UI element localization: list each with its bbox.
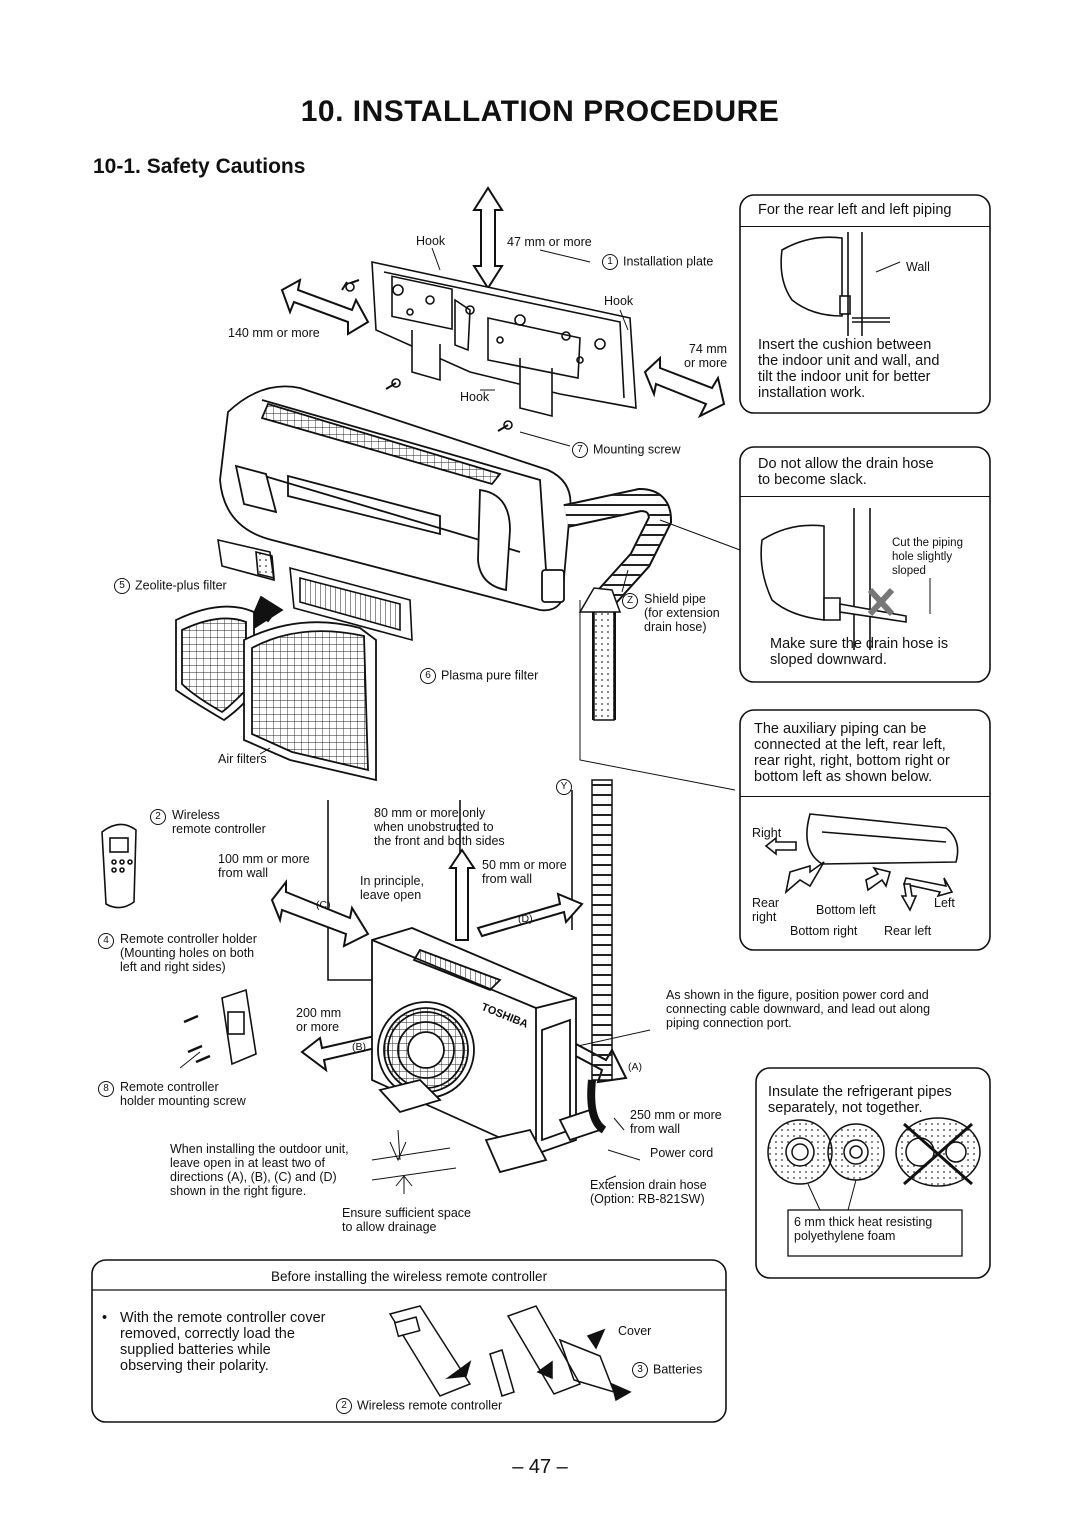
rear-pipe (563, 487, 673, 721)
y-marker: Y (556, 778, 577, 796)
aux-piping-drawing (764, 813, 959, 912)
part-number: 1 (602, 254, 618, 270)
part-number: 6 (420, 668, 436, 684)
clearance-250-label: 250 mm or more from wall (630, 1108, 722, 1136)
part-number: 4 (98, 932, 114, 949)
direction-a-label: (A) (628, 1061, 642, 1073)
clearance-arrow-right (643, 355, 726, 419)
batteries-label: 3 Batteries (632, 1362, 702, 1378)
panel-rear-left-title: For the rear left and left piping (758, 202, 952, 218)
clearance-arrow-left (280, 278, 370, 336)
direction-d-label: (D) (518, 913, 533, 925)
pipe-insulation-drawing (767, 1117, 981, 1211)
clearance-50-label: 50 mm or more from wall (482, 858, 567, 886)
drainage-label: Ensure sufficient space to allow drainag… (342, 1206, 472, 1234)
remote-holder-number: 4 (98, 932, 119, 950)
installation-plate (341, 260, 637, 432)
part-number: 5 (114, 578, 130, 594)
rear-piping-drawing (780, 232, 901, 336)
panel-divider (740, 796, 990, 797)
mounting-screw-text: Mounting screw (593, 442, 681, 457)
power-cord-note: As shown in the figure, position power c… (666, 988, 931, 1030)
part-number: 2 (150, 808, 166, 825)
shield-pipe-label: Shield pipe (for extension drain hose) (644, 592, 720, 634)
piping-rear-right-label: Rear right (752, 896, 780, 924)
indoor-unit (219, 385, 572, 612)
power-cord-label: Power cord (650, 1146, 714, 1160)
panel-drain-text: Make sure the drain hose is sloped downw… (770, 636, 949, 668)
cover-label: Cover (618, 1324, 652, 1338)
part-number: 7 (572, 442, 588, 458)
part-number: Y (556, 778, 572, 795)
panel-divider (740, 226, 990, 227)
hook-label-right: Hook (604, 294, 634, 308)
clearance-140-label: 140 mm or more (228, 326, 320, 340)
cut-piping-note: Cut the piping hole slightly sloped (892, 537, 963, 577)
drain-slope-drawing (760, 508, 931, 650)
piping-bottom-right-label: Bottom right (790, 924, 858, 938)
bullet-dot: • (102, 1310, 108, 1326)
plasma-filter-label: 6 Plasma pure filter (420, 668, 538, 684)
clearance-100-label: 100 mm or more from wall (218, 852, 310, 880)
panel-remote-bullet: With the remote controller cover removed… (120, 1310, 326, 1374)
air-filters (175, 605, 377, 782)
panel-insulate-text: Insulate the refrigerant pipes separatel… (768, 1084, 952, 1116)
batteries-text: Batteries (653, 1362, 703, 1377)
remote-holder-drawing (183, 988, 257, 1066)
panel-rear-left-text: Insert the cushion between the indoor un… (758, 337, 940, 401)
hook-label: Hook (416, 234, 446, 248)
insert-arrow (243, 595, 284, 636)
remote-battery-drawing (388, 1305, 632, 1402)
panel-divider (740, 496, 990, 497)
wireless-remote-label: Wireless remote controller (172, 808, 266, 836)
zeolite-filter (217, 538, 275, 582)
clearance-47-label: 47 mm or more (507, 235, 592, 249)
clearance-80-label: 80 mm or more only when unobstructed to … (374, 806, 505, 848)
panel-remote-title: Before installing the wireless remote co… (270, 1269, 548, 1284)
air-filters-label: Air filters (218, 752, 267, 766)
outdoor-note: When installing the outdoor unit, leave … (170, 1142, 349, 1198)
direction-b-label: (B) (352, 1041, 366, 1053)
zeolite-filter-text: Zeolite-plus filter (135, 578, 227, 593)
remote-caption-text: Wireless remote controller (357, 1398, 503, 1413)
installation-plate-label: 1 Installation plate (602, 254, 713, 270)
foam-label: 6 mm thick heat resisting polyethylene f… (794, 1215, 933, 1243)
in-principle-label: In principle, leave open (360, 874, 424, 902)
remote-holder-label: Remote controller holder (Mounting holes… (120, 932, 257, 974)
extension-drain-hose (587, 779, 613, 1134)
holder-screw-number: 8 (98, 1080, 119, 1098)
clearance-arrow-top (472, 186, 504, 290)
plasma-filter-text: Plasma pure filter (441, 668, 539, 683)
piping-bottom-left-label: Bottom left (816, 903, 876, 917)
shield-pipe-number: Z (622, 592, 643, 610)
plasma-filter (289, 566, 413, 642)
installation-plate-text: Installation plate (623, 254, 714, 269)
wall-label: Wall (906, 260, 930, 274)
part-number: 3 (632, 1362, 648, 1378)
clearance-200-label: 200 mm or more (296, 1006, 342, 1034)
part-number: 2 (336, 1398, 352, 1414)
piping-left-label: Left (934, 896, 955, 910)
direction-c-label: (C) (316, 899, 331, 911)
wireless-remote-number: 2 (150, 808, 171, 826)
mounting-screw-label: 7 Mounting screw (572, 442, 681, 458)
page-number: – 47 – (512, 1456, 568, 1478)
extension-hose-label: Extension drain hose (Option: RB-821SW) (590, 1178, 707, 1206)
hook-label-bottom: Hook (460, 390, 490, 404)
part-number: 8 (98, 1080, 114, 1097)
panel-drain-title: Do not allow the drain hose to become sl… (758, 456, 934, 488)
piping-rear-left-label: Rear left (884, 924, 932, 938)
outdoor-unit (371, 927, 602, 1174)
part-number: Z (622, 592, 638, 609)
wireless-remote-drawing (101, 823, 137, 909)
zeolite-filter-label: 5 Zeolite-plus filter (114, 578, 227, 594)
panel-aux-text: The auxiliary piping can be connected at… (754, 721, 950, 785)
piping-right-label: Right (752, 826, 782, 840)
clearance-74-label: 74 mm or more (684, 342, 728, 370)
section-title: 10-1. Safety Cautions (93, 155, 306, 178)
remote-caption: 2 Wireless remote controller (336, 1398, 502, 1414)
holder-screw-label: Remote controller holder mounting screw (120, 1080, 246, 1108)
page-title: 10. INSTALLATION PROCEDURE (300, 95, 780, 128)
